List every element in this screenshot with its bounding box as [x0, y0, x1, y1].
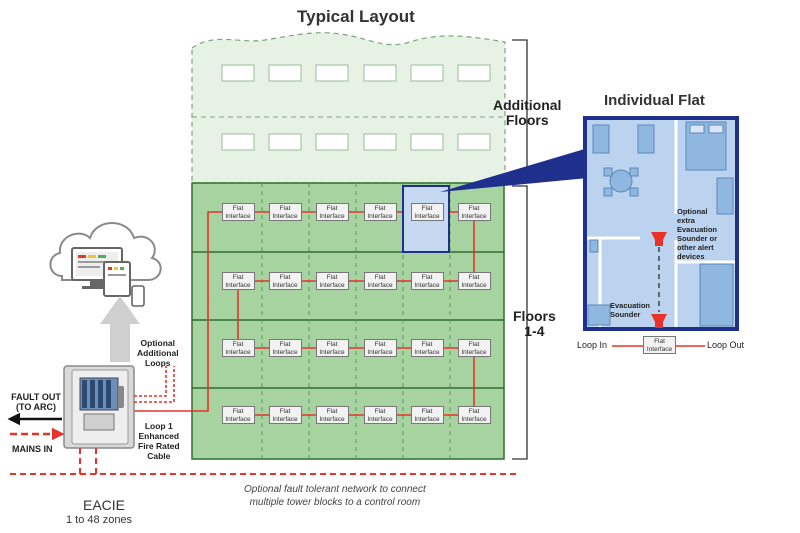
ghost-window	[410, 64, 444, 82]
ghost-window	[363, 133, 397, 151]
loop1-label: Loop 1 Enhanced Fire Rated Cable	[138, 421, 180, 461]
loop-in-label: Loop In	[577, 340, 608, 350]
individual-flat-panel	[583, 116, 739, 331]
ghost-window	[268, 64, 302, 82]
flat-panel-title: Individual Flat	[604, 92, 705, 109]
optional-loops-label: Optional Additional Loops	[137, 338, 179, 368]
additional-floors-block	[191, 32, 506, 184]
ghost-window	[363, 64, 397, 82]
callout-wedge	[440, 148, 588, 192]
eacie-title: EACIE	[83, 497, 126, 513]
optional-loops-lines	[134, 366, 175, 403]
evacuation-sounder-label: Evacuation Sounder	[610, 301, 651, 319]
ghost-window	[410, 133, 444, 151]
eacie-panel-icon	[63, 365, 135, 449]
network-lines	[10, 448, 520, 475]
eacie-zones: 1 to 48 zones	[66, 514, 133, 526]
extra-sounder-icon	[651, 232, 667, 246]
ghost-window	[221, 133, 255, 151]
ghost-window	[457, 64, 491, 82]
ghost-window	[315, 133, 349, 151]
ghost-window	[315, 64, 349, 82]
extra-sounder-note: Optional extra Evacuation Sounder or oth…	[677, 207, 718, 261]
cloud-monitoring-icon	[49, 222, 162, 307]
page-title: Typical Layout	[297, 7, 415, 26]
floor-dividers	[192, 251, 504, 389]
flat-dividers	[261, 183, 451, 459]
ghost-window	[268, 133, 302, 151]
mains-in-label: MAINS IN	[12, 444, 53, 454]
fault-out-label: FAULT OUT (TO ARC)	[11, 392, 61, 412]
loop-out-label: Loop Out	[707, 340, 745, 350]
ghost-window	[221, 64, 255, 82]
additional-floor-windows	[221, 64, 491, 151]
network-caption: Optional fault tolerant network to conne…	[244, 484, 426, 508]
evacuation-sounder-icon	[651, 314, 667, 328]
upload-arrow-icon	[100, 296, 140, 362]
floors-bracket	[512, 185, 528, 460]
ghost-window	[457, 133, 491, 151]
additional-floors-label: Additional Floors	[493, 97, 562, 128]
floors-label: Floors 1-4	[513, 308, 556, 339]
